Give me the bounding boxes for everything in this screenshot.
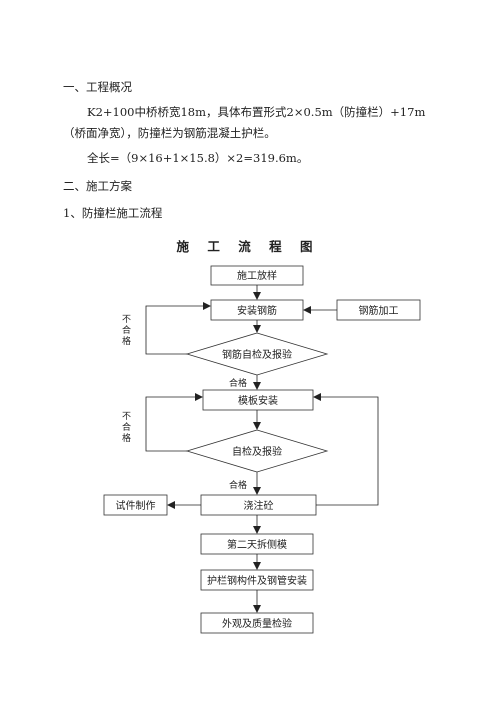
svg-text:浇注砼: 浇注砼 [244, 499, 274, 512]
step-formwork-box: 模板安装 [202, 389, 314, 411]
step-self-check-diamond: 自检及报验 [185, 429, 329, 473]
step-inspection-box: 外观及质量检验 [200, 612, 314, 634]
loop-pour-to-formwork [313, 393, 379, 506]
svg-text:钢筋自检及报验: 钢筋自检及报验 [222, 348, 292, 361]
step-rebar-processing-box: 钢筋加工 [336, 299, 421, 321]
loop-fail-self-check [145, 393, 203, 452]
svg-text:合: 合 [122, 421, 131, 433]
svg-text:不: 不 [122, 411, 131, 422]
svg-text:自检及报验: 自检及报验 [232, 445, 282, 458]
flowchart-title: 施 工 流 程 图 [176, 239, 320, 254]
step-rebar-check-diamond: 钢筋自检及报验 [185, 332, 329, 376]
fail-label-2: 不 合 格 [122, 411, 131, 444]
svg-text:模板安装: 模板安装 [238, 394, 278, 407]
svg-text:格: 格 [122, 432, 131, 444]
pass-label-2: 合格 [229, 479, 247, 491]
subsection-heading: 1、防撞栏施工流程 [63, 206, 163, 220]
step-stakeout-box: 施工放样 [210, 265, 304, 286]
step-specimen-box: 试件制作 [103, 494, 168, 516]
svg-text:合: 合 [122, 324, 131, 336]
total-length: 全长=（9×16+1×15.8）×2=319.6m。 [87, 151, 309, 165]
svg-text:外观及质量检验: 外观及质量检验 [222, 617, 292, 630]
svg-text:第二天拆侧模: 第二天拆侧模 [227, 538, 287, 551]
svg-text:施工放样: 施工放样 [237, 269, 277, 282]
project-description: K2+100中桥桥宽18m，具体布置形式2×0.5m（防撞栏）+17m（桥面净宽… [63, 105, 426, 140]
svg-text:钢筋加工: 钢筋加工 [359, 304, 399, 317]
step-install-rebar-box: 安装钢筋 [210, 299, 304, 321]
fail-label-1: 不 合 格 [122, 314, 131, 347]
svg-text:试件制作: 试件制作 [116, 499, 156, 512]
svg-text:护栏钢构件及钢管安装: 护栏钢构件及钢管安装 [207, 574, 307, 587]
step-strip-box: 第二天拆侧模 [200, 533, 314, 555]
svg-text:格: 格 [122, 335, 131, 347]
svg-text:不: 不 [122, 314, 131, 325]
pass-label-1: 合格 [229, 377, 247, 389]
step-pour-box: 浇注砼 [200, 494, 317, 516]
svg-text:安装钢筋: 安装钢筋 [237, 304, 277, 317]
section-1-heading: 一、工程概况 [63, 80, 132, 94]
loop-fail-rebar-check [145, 302, 211, 355]
section-2-heading: 二、施工方案 [63, 179, 132, 193]
step-rail-install-box: 护栏钢构件及钢管安装 [200, 569, 314, 591]
